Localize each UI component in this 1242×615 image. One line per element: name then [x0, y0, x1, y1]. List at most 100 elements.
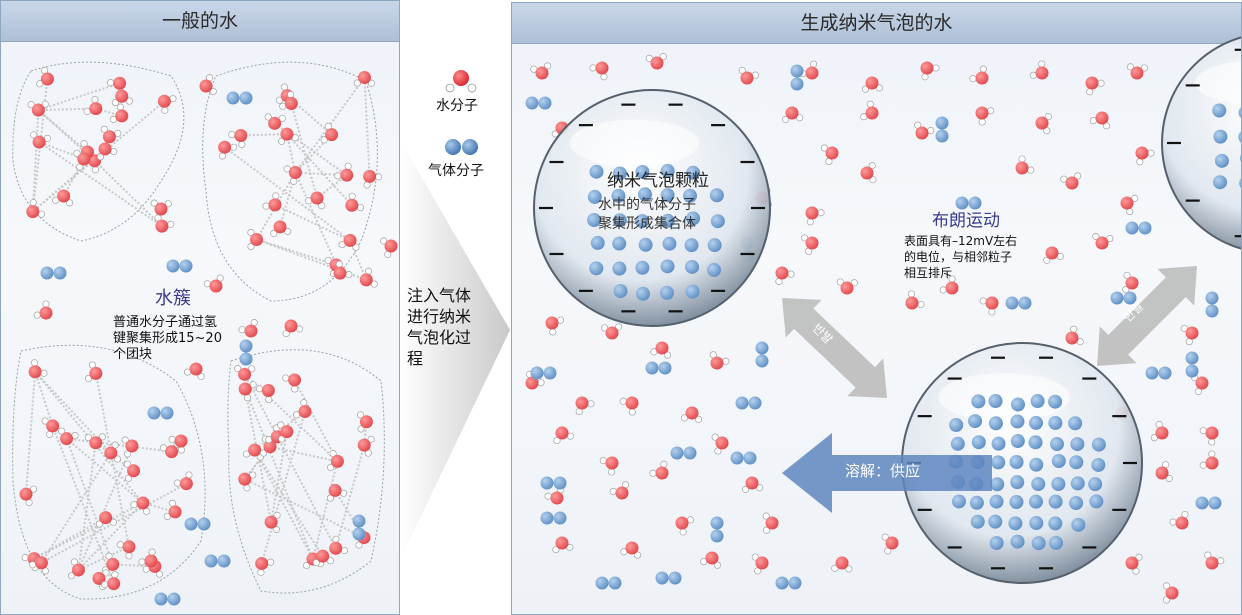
water-molecule: [709, 351, 730, 370]
gas-molecule: [1091, 437, 1106, 452]
water-molecule: [1150, 420, 1169, 442]
brownian-title: 布朗运动: [932, 211, 1000, 231]
gas-molecule: [638, 237, 653, 252]
cluster-label: 水簇: [155, 288, 191, 309]
gas-molecule: [635, 214, 650, 229]
gas-molecule: [635, 260, 650, 275]
gas-molecule: [1029, 415, 1044, 430]
brownian-desc-2: 的电位，与相邻粒子: [904, 250, 1013, 264]
gas-molecule: [775, 576, 802, 590]
water-molecule: [782, 106, 804, 123]
gas-molecule: [1110, 291, 1137, 305]
gas-molecule: [204, 554, 231, 568]
left-molecule-field: [12, 61, 398, 606]
water-molecule: [41, 417, 60, 438]
water-molecule: [831, 556, 853, 573]
gas-molecule: [1088, 477, 1103, 492]
nanobubble-right-edge: [1161, 36, 1241, 250]
water-molecule: [860, 100, 879, 121]
water-molecule: [26, 199, 45, 219]
water-molecule: [84, 361, 103, 383]
water-molecule: [282, 319, 304, 338]
gas-molecule: [638, 187, 653, 202]
water-molecule: [357, 435, 375, 457]
water-molecule: [805, 206, 825, 226]
bubble-desc-1: 水中的气体分子: [598, 197, 696, 213]
gas-molecule: [991, 455, 1006, 470]
water-molecule: [860, 162, 877, 184]
water-molecule: [116, 540, 136, 560]
water-molecule: [742, 476, 764, 493]
water-molecule: [33, 300, 53, 320]
gas-molecule: [613, 283, 628, 298]
water-molecule: [861, 76, 884, 93]
gas-molecule: [612, 166, 627, 181]
water-molecule: [73, 149, 91, 171]
gas-molecule: [662, 236, 677, 251]
gas-molecule: [950, 436, 965, 451]
water-molecule: [163, 499, 182, 520]
gas-molecule: [660, 188, 675, 203]
water-molecule: [645, 53, 667, 70]
gas-molecule: [595, 576, 622, 590]
gas-molecule: [685, 259, 700, 274]
water-molecule: [304, 191, 326, 210]
nanobubble-lower-right: [901, 342, 1143, 584]
gas-molecule: [988, 394, 1003, 409]
gas-molecule: [540, 511, 567, 525]
gas-molecule: [710, 516, 724, 543]
water-molecule: [620, 541, 642, 559]
gas-molecule: [790, 64, 804, 91]
water-molecule: [525, 370, 545, 390]
water-molecule: [264, 113, 286, 130]
gas-molecule: [707, 262, 722, 277]
brownian-desc-1: 表面具有–12mV左右: [904, 234, 1018, 248]
right-panel-title: 生成纳米气泡的水: [512, 3, 1241, 44]
water-molecule: [751, 553, 769, 575]
legend-water-label: 水分子: [436, 98, 478, 114]
water-molecule: [228, 128, 248, 148]
water-molecule: [1085, 76, 1105, 96]
gas-molecule: [1145, 366, 1172, 380]
water-molecule: [357, 411, 373, 433]
water-molecule: [58, 427, 79, 446]
water-molecule: [1180, 324, 1199, 346]
water-molecule: [762, 512, 779, 534]
brownian-desc-3: 相互排斥: [904, 266, 953, 280]
water-molecule: [1065, 325, 1084, 346]
water-molecule: [1015, 155, 1035, 175]
water-molecule: [575, 396, 595, 416]
water-molecule: [27, 100, 49, 117]
gas-molecule: [590, 235, 605, 250]
gas-molecule: [587, 189, 602, 204]
water-molecule: [1120, 194, 1139, 216]
water-molecule: [320, 122, 339, 144]
gas-molecule: [587, 212, 602, 227]
water-molecule: [168, 434, 188, 454]
water-molecule: [738, 66, 760, 85]
water-molecule: [711, 433, 729, 455]
water-molecule: [199, 74, 217, 95]
water-molecule: [130, 496, 151, 515]
water-molecule: [775, 266, 795, 286]
water-molecule: [36, 66, 54, 88]
water-molecule: [238, 471, 257, 492]
water-molecule: [359, 267, 378, 288]
gas-molecule: [1239, 178, 1241, 188]
gas-molecule: [635, 164, 650, 179]
water-molecule: [334, 162, 354, 182]
water-molecule: [282, 373, 302, 393]
gas-molecule: [1029, 457, 1044, 472]
gas-molecule: [635, 286, 650, 301]
water-molecule: [380, 237, 398, 258]
water-molecule: [939, 275, 959, 295]
left-panel-ordinary-water: 一般的水 水簇 普通水分子通过氢 键聚集形成15~20 个团块: [0, 0, 400, 615]
gas-molecule: [525, 96, 552, 110]
water-molecule: [262, 192, 282, 212]
water-molecule: [312, 549, 334, 567]
gas-molecule: [1029, 516, 1044, 531]
gas-molecule: [755, 341, 769, 368]
gas-molecule: [1195, 496, 1222, 510]
water-molecule: [154, 214, 175, 233]
gas-molecule: [1213, 129, 1228, 144]
